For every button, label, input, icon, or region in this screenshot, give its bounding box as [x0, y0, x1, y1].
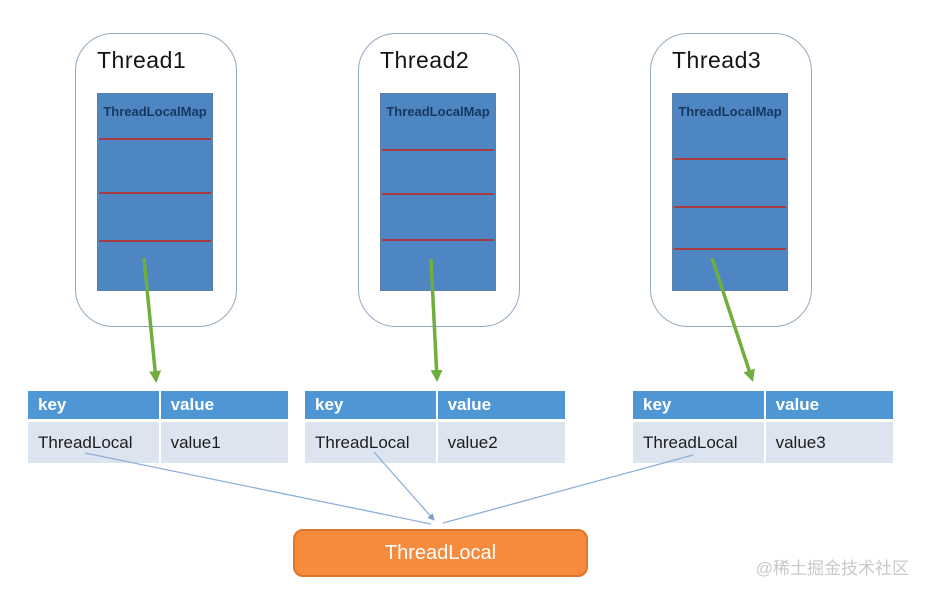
thread3-threadlocalmap-label: ThreadLocalMap	[678, 104, 782, 119]
thread2-container: Thread2 ThreadLocalMap	[358, 33, 520, 327]
map-divider-line	[674, 248, 786, 250]
blue-link-table3	[442, 454, 694, 524]
thread2-kv-table: key value ThreadLocal value2	[305, 391, 565, 463]
table-header-row: key value	[28, 391, 288, 419]
thread2-threadlocalmap-box: ThreadLocalMap	[380, 93, 496, 291]
value-cell: value3	[775, 432, 826, 452]
value-header-cell: value	[447, 395, 492, 414]
thread1-threadlocalmap-label: ThreadLocalMap	[103, 104, 207, 119]
map-divider-line	[99, 240, 211, 242]
map-divider-line	[99, 138, 211, 140]
thread1-title: Thread1	[97, 47, 187, 73]
thread1-container: Thread1 ThreadLocalMap	[75, 33, 237, 327]
value-cell: value1	[170, 432, 221, 452]
map-divider-line	[674, 158, 786, 160]
map-divider-line	[382, 149, 494, 151]
value-header-cell: value	[775, 395, 820, 414]
thread2-title: Thread2	[380, 47, 470, 73]
table-row: ThreadLocal value2	[305, 422, 565, 463]
thread3-title: Thread3	[672, 47, 762, 73]
key-cell: ThreadLocal	[305, 422, 438, 463]
table-header-row: key value	[305, 391, 565, 419]
key-cell: ThreadLocal	[28, 422, 161, 463]
thread2-threadlocalmap-label: ThreadLocalMap	[386, 104, 490, 119]
threadlocal-shared-label: ThreadLocal	[384, 541, 497, 564]
value-header-cell: value	[170, 395, 215, 414]
table-row: ThreadLocal value1	[28, 422, 288, 463]
watermark-text: @稀土掘金技术社区	[755, 559, 909, 578]
table-header-row: key value	[633, 391, 893, 419]
thread1-threadlocalmap-box: ThreadLocalMap	[97, 93, 213, 291]
key-cell: ThreadLocal	[633, 422, 766, 463]
map-divider-line	[99, 192, 211, 194]
thread1-kv-table: key value ThreadLocal value1	[28, 391, 288, 463]
thread3-threadlocalmap-box: ThreadLocalMap	[672, 93, 788, 291]
map-divider-line	[674, 206, 786, 208]
blue-link-table1	[84, 452, 432, 525]
map-divider-line	[382, 239, 494, 241]
key-header-cell: key	[28, 391, 161, 419]
key-header-cell: key	[633, 391, 766, 419]
value-cell: value2	[447, 432, 498, 452]
map-divider-line	[382, 193, 494, 195]
table-row: ThreadLocal value3	[633, 422, 893, 463]
thread3-kv-table: key value ThreadLocal value3	[633, 391, 893, 463]
thread3-container: Thread3 ThreadLocalMap	[650, 33, 812, 327]
threadlocal-shared-box: ThreadLocal	[293, 529, 588, 577]
key-header-cell: key	[305, 391, 438, 419]
